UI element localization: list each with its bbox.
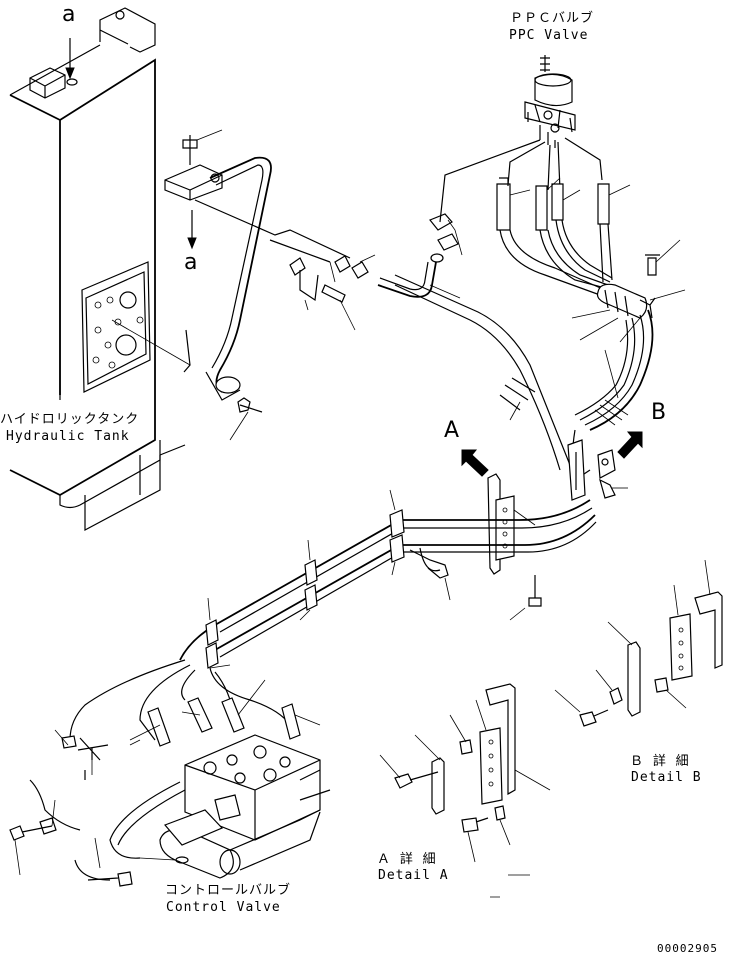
detail-a-label-en: Detail A (378, 868, 449, 883)
detail-b (554, 559, 723, 727)
callout-arrows (461, 431, 643, 477)
control-valve-label-jp: コントロールバルブ (165, 883, 292, 898)
detail-b-label-jp: Ｂ 詳 細 (630, 754, 690, 769)
hydraulic-tank-label-en: Hydraulic Tank (6, 429, 130, 444)
drawing-number: 00002905 (657, 942, 718, 955)
callout-label-b: B (651, 400, 667, 425)
long-hoses (394, 274, 628, 501)
bracket-a (487, 473, 542, 621)
detail-a (379, 683, 551, 898)
lower-tube-bundle (179, 489, 597, 669)
ppc-hose-fittings (496, 177, 631, 296)
ppc-valve (439, 55, 603, 223)
control-valve (9, 734, 331, 887)
control-valve-hoses (54, 659, 321, 749)
hydraulic-tank (9, 7, 191, 531)
tank-return-tube (164, 129, 351, 441)
view-arrows-a (65, 38, 197, 250)
detail-b-label-en: Detail B (631, 770, 702, 785)
middle-clamps (289, 213, 463, 331)
ppc-valve-label-en: PPC Valve (509, 28, 589, 43)
hydraulic-tank-label-jp: ハイドロリックタンク (0, 412, 140, 427)
ppc-valve-label-jp: ＰＰＣバルブ (510, 11, 595, 26)
detail-a-label-jp: Ａ 詳 細 (377, 852, 437, 867)
bundle-clamp (571, 239, 686, 431)
view-label-a-top: a (62, 2, 76, 27)
callout-label-a: A (444, 418, 460, 443)
view-label-a-mid: a (184, 250, 198, 275)
control-valve-label-en: Control Valve (166, 900, 281, 915)
